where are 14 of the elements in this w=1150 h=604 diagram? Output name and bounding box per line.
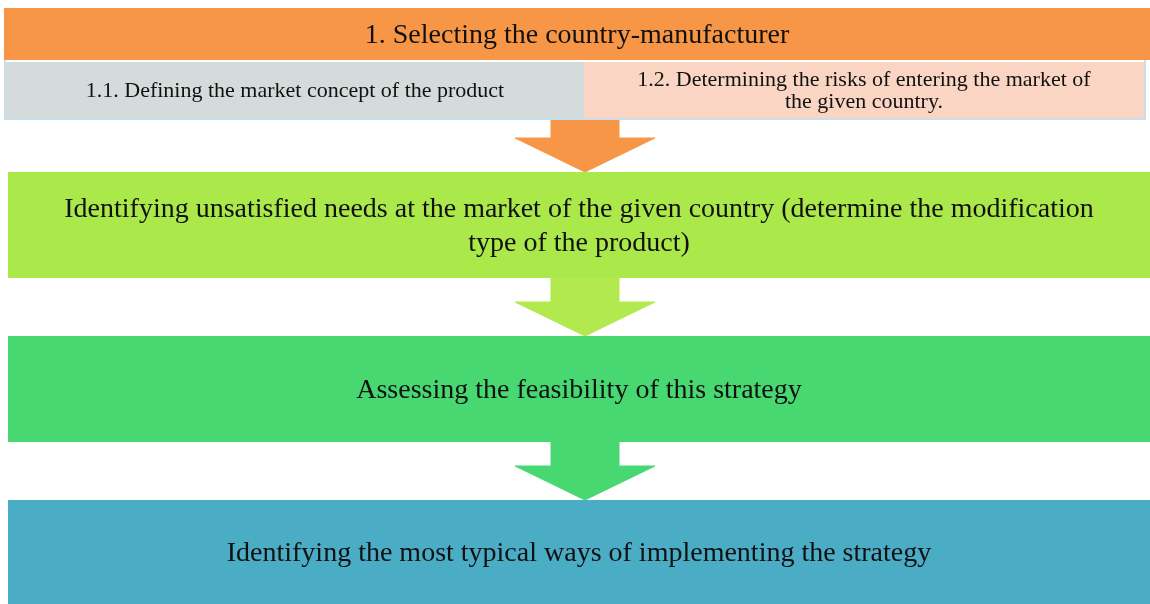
heading-band: 1. Selecting the country-manufacturer: [4, 8, 1150, 60]
step-text: 1.1. Defining the market concept of the product: [84, 76, 506, 104]
block-arrow: [514, 277, 656, 337]
process-box: [8, 172, 1150, 278]
block-arrow: [514, 441, 656, 501]
block-arrow: [514, 119, 656, 173]
step-text: 1.2. Determining the risks of entering the market of the given country.: [636, 68, 1092, 112]
process-box: [8, 336, 1150, 442]
step-text: Identifying unsatisfied needs at the market of the given country (determine the modification type of the product): [63, 191, 1095, 259]
step-text: Assessing the feasibility of this strategy: [355, 372, 803, 406]
process-box: [8, 500, 1150, 604]
step-text: Identifying the most typical ways of implementing the strategy: [225, 535, 933, 569]
process-box: [584, 62, 1144, 118]
process-box: [6, 62, 584, 118]
